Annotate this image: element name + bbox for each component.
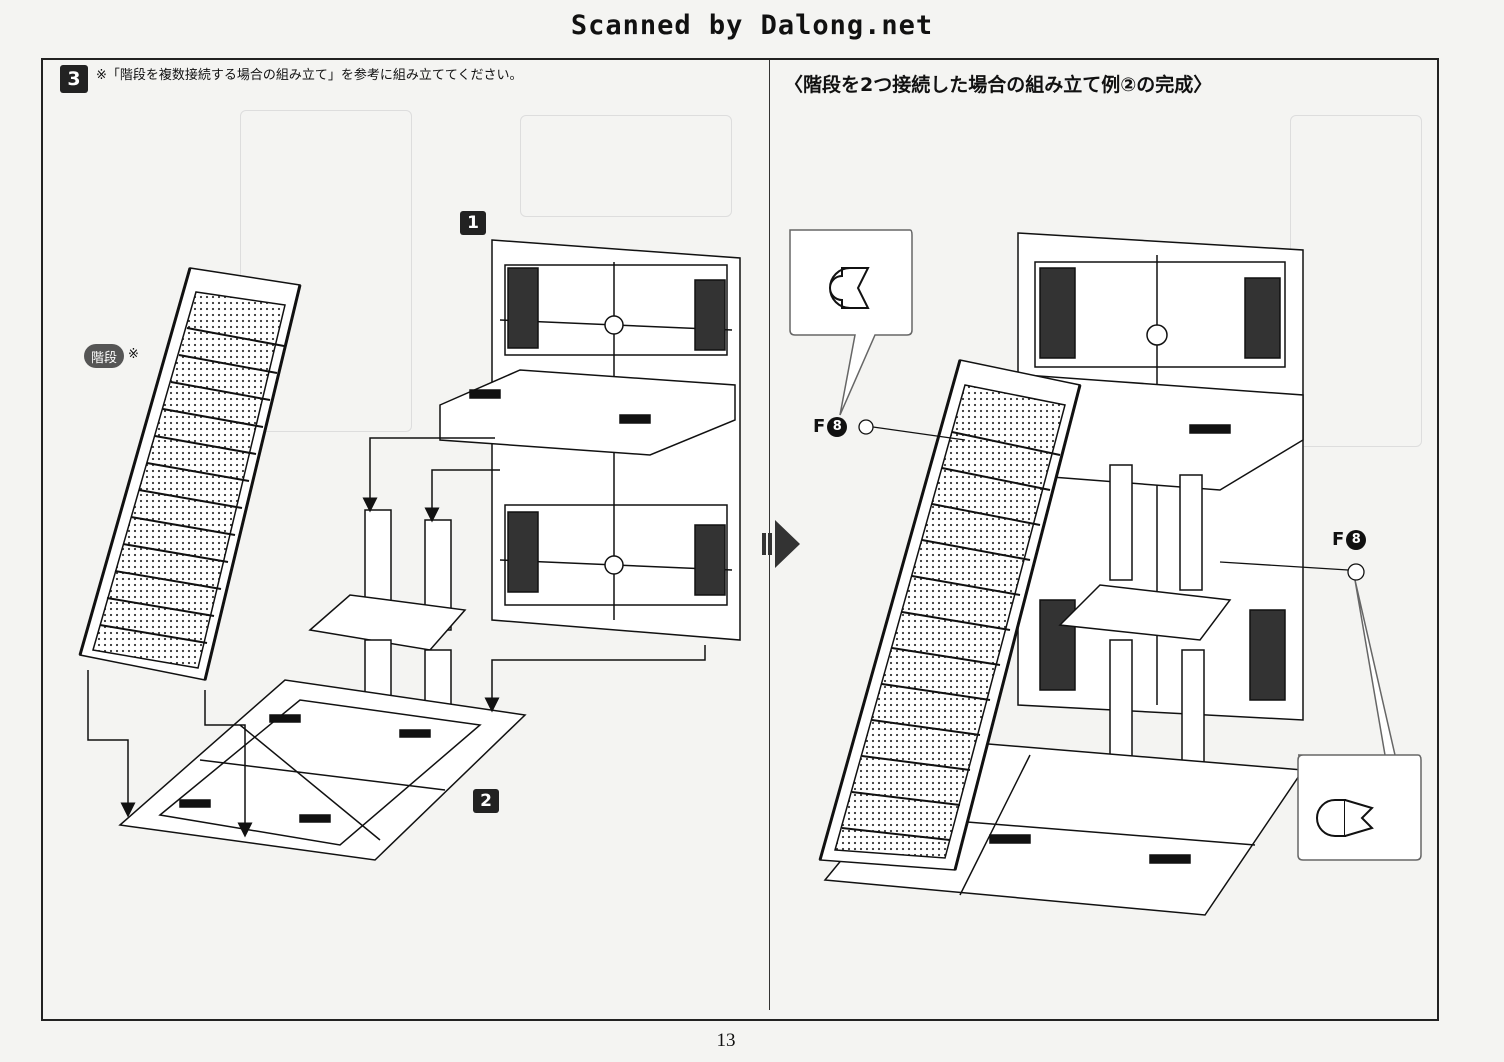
callout-f8-left [789,229,913,416]
stairs-note-mark: ※ [128,347,139,362]
substep-2-badge: 2 [473,789,499,813]
wall-panel-1 [439,239,741,641]
part-letter: F [1332,529,1345,550]
f8-part-leaders [858,419,1365,581]
callout-f8-right [1297,579,1422,861]
part-f8-clip-icon [829,267,870,309]
part-number: 8 [1346,529,1367,550]
staircase-part [78,267,302,681]
scanner-watermark: Scanned by Dalong.net [570,10,934,41]
part-label-f8-right: F 8 [1332,529,1367,550]
stairs-label: 階段 [84,344,124,368]
page-number: 13 [716,1030,736,1051]
step-number-badge: 3 [60,65,88,93]
next-step-arrow [762,520,800,568]
part-f8-clip-icon-right [1316,799,1374,837]
assembly-instruction: ※「階段を複数接続する場合の組み立て」を参考に組み立ててください。 [96,68,523,83]
bleed-through-ghost [240,110,412,432]
substep-1-badge: 1 [460,211,486,235]
bleed-through-ghost [520,115,732,217]
assembly-arrows [87,437,706,838]
completed-example-title: 〈階段を2つ接続した場合の組み立て例②の完成〉 [784,74,1213,96]
page-frame [41,58,1439,1021]
part-letter: F [813,416,826,437]
completed-middle-platform [1058,584,1232,781]
part-number: 8 [827,416,848,437]
part-label-f8-left: F 8 [813,416,848,437]
floor-base-2 [118,679,527,861]
completed-staircase [818,359,1082,871]
